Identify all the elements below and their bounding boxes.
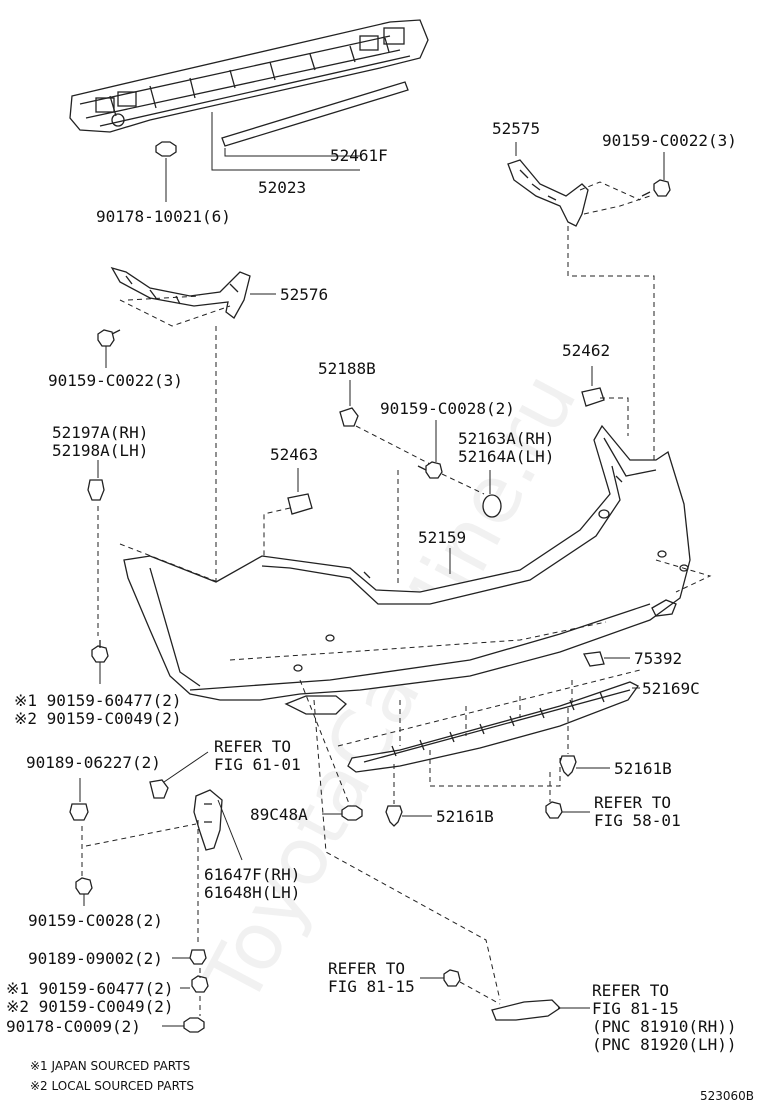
retainer-52575-part xyxy=(507,159,589,227)
label-52159: 52159 xyxy=(418,528,466,547)
label-52023: 52023 xyxy=(258,178,306,197)
retainer-52576-part xyxy=(110,266,251,319)
label-75392: 75392 xyxy=(634,649,682,668)
label-52462: 52462 xyxy=(562,341,610,360)
nut-89C48A-icon xyxy=(341,805,363,821)
label-refer-fig81-left-b: FIG 81-15 xyxy=(328,977,415,996)
leader-52461F xyxy=(224,148,360,157)
lower-garnish-part xyxy=(347,681,639,773)
label-52188B: 52188B xyxy=(318,359,376,378)
pad-52463-part xyxy=(287,493,313,515)
label-90159-C0022-right: 90159-C0022(3) xyxy=(602,131,737,150)
label-52463: 52463 xyxy=(270,445,318,464)
clip-52161B-right-icon xyxy=(559,755,577,777)
footnote-local: ※2 LOCAL SOURCED PARTS xyxy=(30,1079,194,1093)
clip-52197A-icon xyxy=(87,479,105,501)
label-90178-10021: 90178-10021(6) xyxy=(96,207,231,226)
nut-90178-10021-icon xyxy=(155,141,177,157)
clip-75392-icon xyxy=(583,651,605,667)
screw-90159-60477-top-icon xyxy=(91,640,109,663)
label-90159-C0022-left: 90159-C0022(3) xyxy=(48,371,183,390)
label-refer-fig81-right-a: REFER TO xyxy=(592,981,669,1000)
label-refer-fig81-right-b: FIG 81-15 xyxy=(592,999,679,1018)
label-refer-fig61-b: FIG 61-01 xyxy=(214,755,301,774)
clip-52163A-icon xyxy=(482,494,502,518)
bumper-reinforcement-part xyxy=(69,19,429,133)
clip-90189-09002-icon xyxy=(189,949,207,965)
label-refer-fig61-a: REFER TO xyxy=(214,737,291,756)
screw-fig58-icon xyxy=(545,801,563,819)
screw-90159-C0028-low-icon xyxy=(75,877,93,895)
clip-52188B-icon xyxy=(339,407,359,427)
leader-52023 xyxy=(211,112,360,171)
label-52575: 52575 xyxy=(492,119,540,138)
label-61648H: 61648H(LH) xyxy=(204,883,300,902)
label-52197A: 52197A(RH) xyxy=(52,423,148,442)
label-refer-fig58-b: FIG 58-01 xyxy=(594,811,681,830)
footnote-japan: ※1 JAPAN SOURCED PARTS xyxy=(30,1059,190,1073)
label-52164A: 52164A(LH) xyxy=(458,447,554,466)
screw-90159-C0028-top-icon xyxy=(417,461,443,479)
screw-fig81-icon xyxy=(443,969,461,987)
clip-fig61-icon xyxy=(149,779,169,799)
label-90159-60477-top: ※1 90159-60477(2) xyxy=(14,691,182,710)
label-52161B-right: 52161B xyxy=(614,759,672,778)
label-90178-C0009: 90178-C0009(2) xyxy=(6,1017,141,1036)
screw-90159-60477-low-icon xyxy=(191,975,209,993)
clip-52161B-center-icon xyxy=(385,805,403,827)
bracket-61647F-part xyxy=(193,789,223,851)
label-90189-09002: 90189-09002(2) xyxy=(28,949,163,968)
label-52576: 52576 xyxy=(280,285,328,304)
label-refer-fig81-left-a: REFER TO xyxy=(328,959,405,978)
label-90189-06227: 90189-06227(2) xyxy=(26,753,161,772)
label-52461F: 52461F xyxy=(330,146,388,165)
label-52163A: 52163A(RH) xyxy=(458,429,554,448)
label-pnc-rh: (PNC 81910(RH)) xyxy=(592,1017,737,1036)
label-89C48A: 89C48A xyxy=(250,805,308,824)
label-52169C: 52169C xyxy=(642,679,700,698)
label-90159-C0049-low: ※2 90159-C0049(2) xyxy=(6,997,174,1016)
label-90159-C0049-top: ※2 90159-C0049(2) xyxy=(14,709,182,728)
nut-90178-C0009-icon xyxy=(183,1017,205,1033)
bumper-cover-part xyxy=(123,424,691,715)
label-52161B-center: 52161B xyxy=(436,807,494,826)
label-90159-60477-low: ※1 90159-60477(2) xyxy=(6,979,174,998)
pad-52462-part xyxy=(581,387,605,407)
reflector-part xyxy=(491,999,562,1021)
label-refer-fig58-a: REFER TO xyxy=(594,793,671,812)
clip-90189-06227-icon xyxy=(69,803,89,821)
absorber-strip-part xyxy=(221,81,409,147)
label-61647F: 61647F(RH) xyxy=(204,865,300,884)
label-90159-C0028-top: 90159-C0028(2) xyxy=(380,399,515,418)
label-90159-C0028-low: 90159-C0028(2) xyxy=(28,911,163,930)
screw-90159-C0022-left-icon xyxy=(97,329,121,347)
figure-code: 523060B xyxy=(700,1089,754,1103)
label-pnc-lh: (PNC 81920(LH)) xyxy=(592,1035,737,1054)
screw-90159-C0022-right-icon xyxy=(641,179,671,197)
label-52198A: 52198A(LH) xyxy=(52,441,148,460)
